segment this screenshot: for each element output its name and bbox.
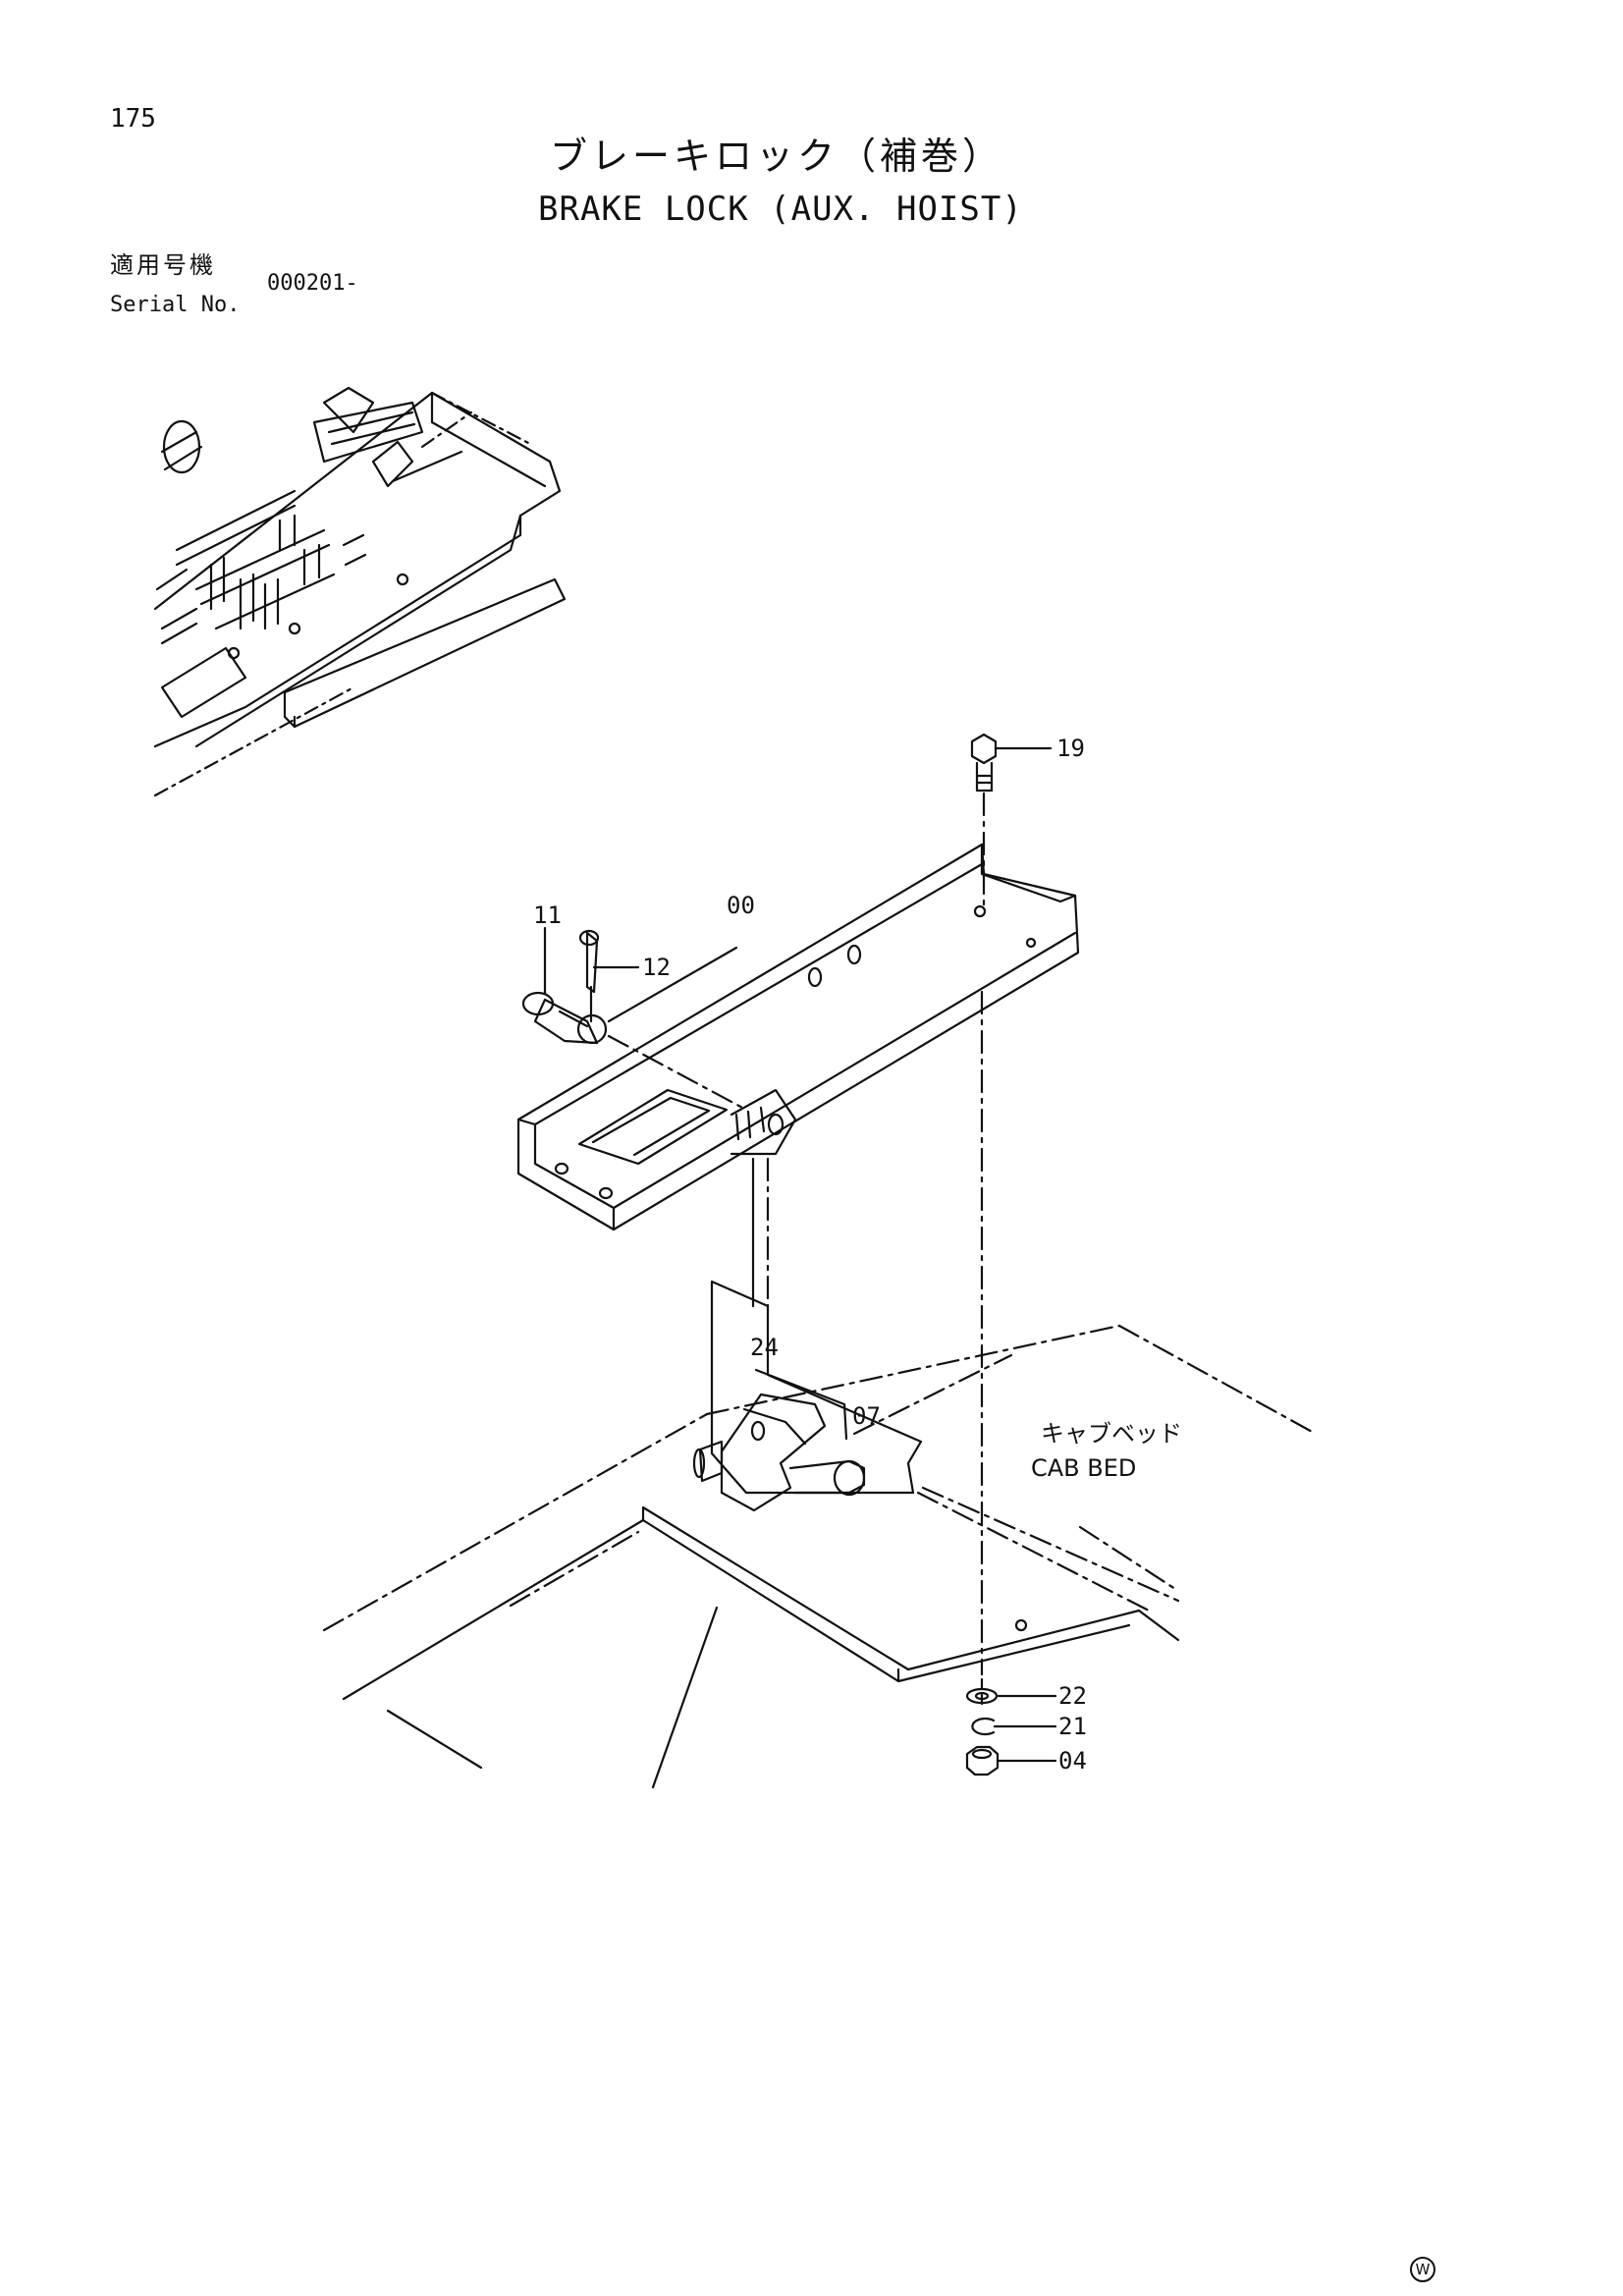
part-label-22: 22 [1058,1682,1087,1710]
page-title-english: BRAKE LOCK (AUX. HOIST) [538,190,1023,229]
lock-lever-part-24 [692,1393,866,1512]
spring-washer-part-21 [971,1717,996,1736]
part-label-21: 21 [1058,1713,1087,1740]
cab-bed-plate [322,1324,1318,1789]
part-label-24: 24 [750,1334,779,1361]
washer-part-22 [965,1687,999,1705]
part-label-07: 07 [852,1402,881,1430]
bolt-part-19 [970,733,998,910]
part-label-11: 11 [533,902,562,929]
bracket-channel-part-00 [516,843,1080,1231]
machine-overview-inset [153,386,567,797]
nut-part-04 [965,1745,1000,1777]
part-label-00: 00 [727,892,755,919]
page-title-japanese: ブレーキロック（補巻） [550,135,1004,178]
cotter-pin-part-12 [578,929,600,1023]
part-label-12: 12 [642,954,671,981]
serial-label-english: Serial No. [110,293,241,317]
cab-bed-label-japanese: キャブベッド [1041,1420,1182,1448]
cab-bed-label-english: CAB BED [1031,1454,1136,1482]
watermark-circled-w: W [1410,2257,1435,2282]
page-number: 175 [110,104,156,134]
part-label-04: 04 [1058,1747,1087,1775]
part-label-19: 19 [1056,735,1085,762]
lock-plate-part-07 [710,1157,923,1495]
serial-label-japanese: 適用号機 [110,251,216,279]
pin-part-11 [521,991,748,1112]
serial-number-value: 000201- [267,271,358,296]
leader-lines [543,746,1057,1763]
